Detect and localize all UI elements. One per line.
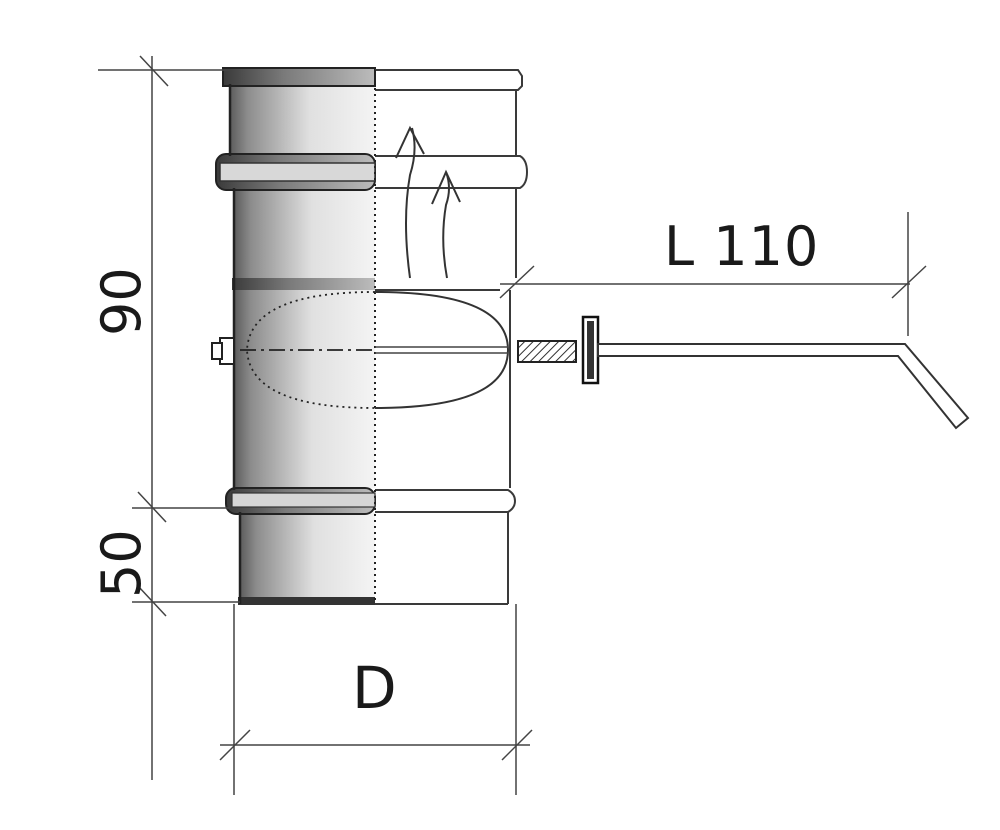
pipe-upper-ring-inner — [219, 162, 376, 182]
pipe-lower-ring-inner — [231, 492, 376, 508]
axle-nut — [211, 337, 235, 365]
flow-arrow-1 — [405, 127, 416, 279]
damper-handle — [517, 315, 970, 430]
stop-plate-core — [587, 321, 594, 379]
dimension-bottom-height — [132, 585, 240, 617]
diameter-label: D — [352, 654, 397, 722]
total-height-label: 90 — [90, 267, 153, 336]
pipe-damper-shaded — [234, 288, 375, 488]
dimension-diameter — [219, 604, 533, 795]
pipe-upper-transition — [232, 278, 375, 290]
pipe-body — [215, 67, 376, 605]
pipe-middle-shaded — [234, 188, 375, 288]
handle-rod — [597, 343, 970, 430]
pipe-bottom-band — [238, 597, 375, 605]
spring-housing — [517, 340, 577, 363]
dimension-handle-length — [499, 212, 927, 336]
pipe-upper-shaded — [230, 84, 375, 156]
damper-disc — [240, 291, 510, 409]
pipe-right-outline — [375, 69, 529, 605]
flow-arrow-2 — [442, 171, 450, 279]
damper-disc-visible-half — [374, 291, 510, 409]
dimension-total-height — [98, 55, 230, 780]
bottom-height-label: 50 — [90, 529, 153, 598]
handle-length-label: L 110 — [664, 215, 819, 278]
flow-arrows — [395, 125, 461, 279]
pipe-top-band — [222, 67, 376, 87]
pipe-lower-shaded — [240, 512, 375, 604]
